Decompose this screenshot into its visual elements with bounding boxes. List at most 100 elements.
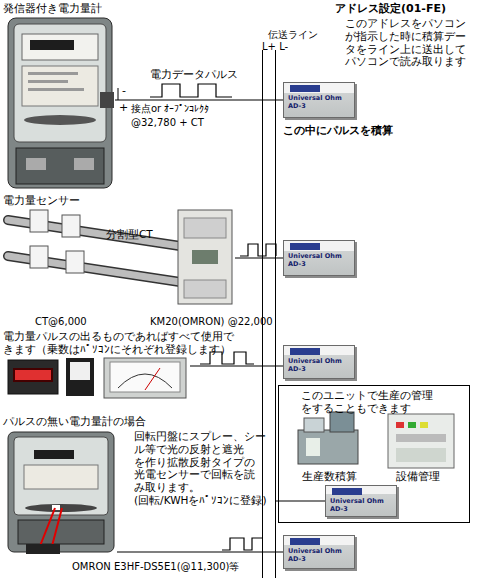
pulse-transmitter [100, 92, 114, 108]
analog-needle [145, 368, 160, 390]
pulse-waveform [240, 244, 276, 256]
digital-meter [8, 360, 58, 394]
meter-print [28, 80, 68, 83]
annotation: 設備管理 [396, 470, 440, 483]
annotation: 電力量センサー [3, 194, 80, 207]
annotation: この中にパルスを積算 [283, 124, 393, 137]
unit-display [290, 538, 320, 545]
meter-screw [26, 158, 46, 170]
meter-print [28, 72, 78, 75]
annotation: 接点or ｵｰﾌﾟﾝｺﾚｸﾀ [131, 103, 209, 115]
km20-display [192, 250, 218, 264]
meter-counter [34, 450, 74, 459]
unit-label: Universal Ohm AD-3 [288, 95, 342, 111]
annotation: 電力データパルス [150, 68, 238, 81]
machine-body [298, 430, 358, 464]
unit-display [290, 85, 320, 92]
unit-display [290, 243, 320, 250]
meter-disc [24, 115, 96, 125]
annotation: 分割型CT [106, 228, 153, 241]
meter-glass [14, 24, 106, 142]
counter-unit: Universal Ohm AD-3 [283, 82, 355, 118]
annotation: 生産数積算 [302, 470, 357, 483]
wire-tick [118, 88, 119, 100]
annotation: - [122, 84, 126, 97]
node-title: 発信器付き電力量計 [3, 2, 102, 15]
meter-print [28, 88, 84, 91]
machine-part [306, 438, 320, 456]
meter-faceplate [24, 465, 98, 489]
meter-terminal-cover [18, 520, 104, 544]
unit-label: Universal Ohm AD-3 [288, 358, 342, 374]
pulse-waveform [150, 84, 232, 97]
annotation: + [119, 101, 128, 114]
meter-node: パルスの無い電力量計の場合 [5, 430, 117, 555]
split-ct [30, 246, 48, 268]
annotation: CT@6,000 [35, 316, 87, 328]
machine-part [304, 418, 324, 432]
meter-group: 電力量パルスの出るものであればすべて使用で きます（乗数はﾊﾟｿｺﾝにそれぞれ登… [5, 356, 190, 398]
unit-display [332, 488, 362, 495]
node-title: 伝送ライン [268, 29, 318, 41]
node-title: パルスの無い電力量計の場合 [3, 415, 146, 428]
counter-unit: Universal Ohm AD-3 [283, 345, 355, 379]
node-title: KM20(OMRON) @22,000 [150, 316, 273, 328]
panel-lamp [420, 422, 428, 428]
meter-faceplate [22, 66, 98, 106]
unit-label: Universal Ohm AD-3 [330, 498, 384, 514]
signal-wire [117, 551, 283, 552]
annotation: OMRON E3HF-DS5E1(@11,300)等 [72, 561, 239, 573]
panel-strip [396, 448, 446, 462]
unit-label: Universal Ohm AD-3 [288, 548, 342, 564]
equipment-panel [388, 414, 454, 468]
small-meter-face [70, 362, 90, 380]
signal-wire [235, 257, 283, 258]
reflect-mark [52, 505, 60, 510]
digital-meter-window [13, 368, 53, 382]
signal-wire [115, 99, 283, 100]
counter-unit: Universal Ohm AD-3 [283, 535, 355, 569]
meter-nameplate [22, 34, 98, 60]
meter-glass [14, 437, 108, 515]
node-title: 電力量パルスの出るものであればすべて使用で きます（乗数はﾊﾟｿｺﾝにそれぞれ登… [3, 330, 235, 356]
split-ct [66, 251, 84, 273]
signal-wire [276, 500, 325, 501]
km20-terminals [184, 218, 226, 238]
meter-casing [8, 18, 112, 188]
annotation: このアドレスをパソコン が指示した時に積算デー タをライン上に送出して パソコン… [345, 17, 471, 68]
annotation: @32,780 + CT [131, 117, 204, 129]
meter-casing [8, 432, 114, 552]
pulse-waveform [222, 538, 262, 550]
sensor-node: KM20(OMRON) @22,000 [175, 208, 235, 306]
annotation: アドレス設定(01-FE) [335, 2, 446, 15]
node-title: このユニットで生産の管理 をすることもできます [301, 389, 451, 416]
meter-terminal-cover [16, 148, 104, 184]
split-ct [30, 210, 48, 232]
photo-sensor [26, 544, 60, 554]
node-title: L+ L- [262, 41, 288, 53]
analog-meter-face [110, 362, 180, 392]
production-box: このユニットで生産の管理 をすることもできます Universal Ohm AD-… [278, 385, 470, 523]
counter-unit: Universal Ohm AD-3 [283, 240, 355, 276]
km20-body [178, 210, 232, 304]
split-ct [62, 215, 80, 237]
unit-display [290, 348, 320, 355]
meter-screw [74, 158, 94, 170]
digital-meter-digits [15, 370, 51, 380]
analog-scale [118, 374, 172, 388]
km20-terminals [184, 280, 226, 298]
panel-strip [396, 434, 446, 442]
signal-wire [190, 365, 283, 366]
unit-label: Universal Ohm AD-3 [288, 253, 342, 269]
small-meter [66, 358, 94, 396]
panel-lamp [396, 422, 404, 428]
analog-meter [104, 358, 186, 398]
meter-node: 発信器付き電力量計 [5, 16, 115, 191]
meter-counter [30, 40, 74, 50]
counter-unit: Universal Ohm AD-3 [325, 485, 397, 517]
panel-lamp [408, 422, 416, 428]
light-beam [52, 508, 62, 546]
